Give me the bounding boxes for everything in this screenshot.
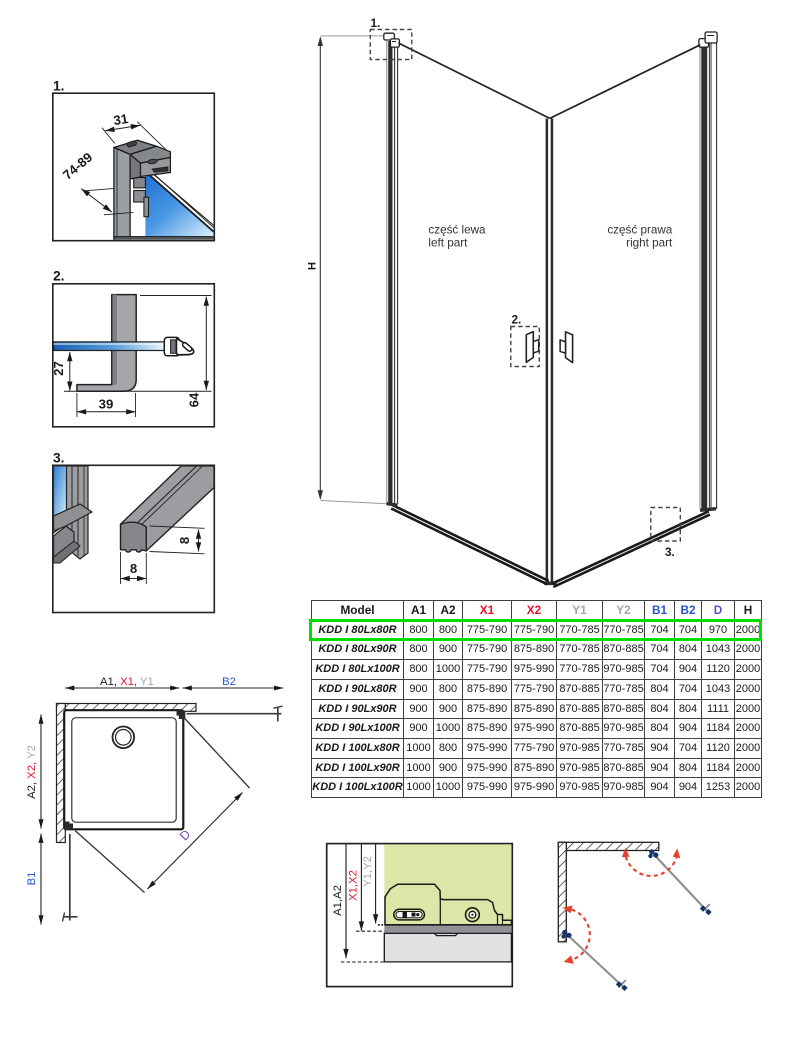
svg-text:B1: B1	[26, 872, 38, 886]
svg-text:2.: 2.	[512, 313, 522, 327]
svg-text:right part: right part	[626, 237, 673, 250]
svg-text:8: 8	[177, 537, 192, 544]
svg-text:31: 31	[112, 111, 129, 128]
svg-text:64: 64	[187, 392, 202, 407]
svg-text:1.: 1.	[53, 79, 65, 94]
svg-text:2.: 2.	[53, 269, 65, 284]
svg-text:left part: left part	[428, 237, 468, 250]
svg-text:8: 8	[130, 561, 137, 576]
svg-text:A1,A2: A1,A2	[332, 885, 344, 916]
svg-text:X1,X2: X1,X2	[348, 870, 360, 901]
svg-text:B2: B2	[222, 676, 236, 688]
svg-text:Y1,Y2: Y1,Y2	[362, 856, 374, 887]
svg-text:A2, X2, Y2: A2, X2, Y2	[26, 745, 38, 799]
svg-text:3.: 3.	[53, 451, 65, 466]
svg-text:27: 27	[51, 361, 66, 376]
svg-text:3.: 3.	[665, 545, 675, 559]
svg-text:H: H	[307, 262, 319, 270]
svg-text:część lewa: część lewa	[428, 224, 486, 237]
svg-text:1.: 1.	[371, 16, 381, 30]
svg-text:A1, X1, Y1: A1, X1, Y1	[100, 676, 154, 688]
svg-text:39: 39	[99, 397, 114, 412]
svg-text:część prawa: część prawa	[607, 224, 672, 237]
